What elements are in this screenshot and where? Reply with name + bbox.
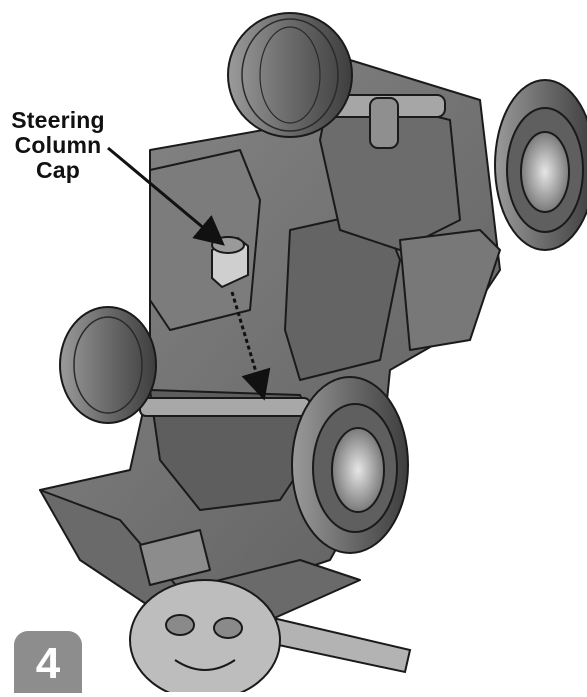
tire-front-right [291,376,409,554]
tire-rear-right [494,79,587,251]
wheel-hub-icon [520,131,570,213]
step-number-badge: 4 [14,631,82,693]
wheel-hub-icon [331,427,385,513]
chassis [39,59,501,621]
insertion-path-arrow [230,291,271,401]
callout-arrow [107,146,225,246]
callout-line-2: Column [14,132,102,158]
front-axle [139,397,311,417]
tire-front-left [59,306,157,424]
callout-line-1: Steering [11,107,105,133]
callout-label: Steering Column Cap [4,108,112,183]
tire-rear-left [227,12,353,138]
callout-line-3: Cap [35,157,81,183]
steering-wheel [129,579,412,697]
